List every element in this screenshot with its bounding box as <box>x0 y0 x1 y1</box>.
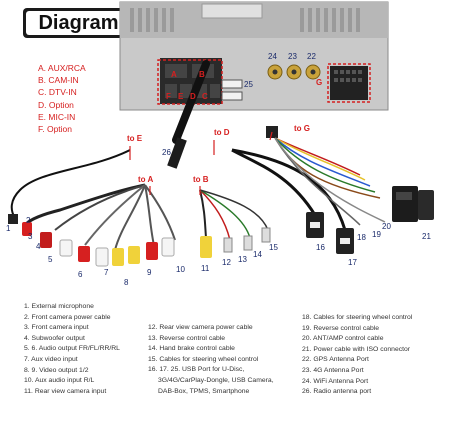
callout-11: 11 <box>201 264 210 273</box>
callout-22: 22 <box>307 52 316 61</box>
description-item: 7. Aux video input <box>24 355 78 363</box>
legend-item: C. DTV-IN <box>38 87 77 98</box>
description-item: 20. ANT/AMP control cable <box>302 335 384 343</box>
port-g-label: G <box>316 78 323 87</box>
callout-2: 2 <box>26 216 31 225</box>
legend-item: F. Option <box>38 124 73 135</box>
pointer-to-b: to B <box>193 175 209 184</box>
legend-item: B. CAM-IN <box>38 75 79 86</box>
microphone-cable <box>8 149 131 224</box>
description-item: 10. Aux audio input R/L <box>24 377 95 385</box>
description-item: 16. 17. 25. USB Port for U-Disc, <box>148 366 245 374</box>
callout-7: 7 <box>104 268 109 277</box>
callout-3: 3 <box>28 232 33 241</box>
port-f-label: F <box>166 92 171 101</box>
description-item: 14. Hand brake control cable <box>148 345 235 353</box>
legend-item: D. Option <box>38 99 74 110</box>
port-d-label: D <box>190 92 196 101</box>
description-item: 21. Power cable with ISO connector <box>302 345 411 353</box>
callout-4: 4 <box>36 242 41 251</box>
description-item: 4. Subwoofer output <box>24 334 85 342</box>
port-b-label: B <box>199 70 205 79</box>
pointer-to-e: to E <box>127 134 143 143</box>
callout-21: 21 <box>422 232 431 241</box>
port-legend: A. AUX/RCA B. CAM-IN C. DTV-IN D. Option… <box>38 62 86 135</box>
callout-16: 16 <box>316 243 325 252</box>
callout-9: 9 <box>147 268 152 277</box>
description-item: 13. Reverse control cable <box>148 334 226 342</box>
port-a-label: A <box>171 70 177 79</box>
description-item: 23. 4G Antenna Port <box>302 366 364 374</box>
callout-12: 12 <box>222 258 231 267</box>
description-item: 3G/4G/CarPlay-Dongle, USB Camera, <box>158 376 274 384</box>
callout-10: 10 <box>176 265 185 274</box>
description-item: 3. Front camera input <box>24 324 89 332</box>
callout-25: 25 <box>244 80 253 89</box>
port-c-label: C <box>202 92 208 101</box>
callout-20: 20 <box>382 222 391 231</box>
callout-18: 18 <box>357 233 366 242</box>
callout-1: 1 <box>6 224 11 233</box>
description-item: 22. GPS Antenna Port <box>302 356 369 364</box>
description-item: 11. Rear view camera input <box>24 387 107 395</box>
iso-harness <box>266 126 434 226</box>
diagram-title: Diagram <box>26 11 131 35</box>
description-item: 24. WiFi Antenna Port <box>302 377 369 385</box>
description-item: 26. Radio antenna port <box>302 388 372 396</box>
description-column-3: 18. Cables for steering wheel control 19… <box>302 313 412 398</box>
callout-8: 8 <box>124 278 129 287</box>
description-column-1: 1. External microphone 2. Front camera p… <box>24 302 120 397</box>
head-unit-rear-panel <box>119 1 389 111</box>
description-item: 2. Front camera power cable <box>24 313 111 321</box>
description-item: 18. Cables for steering wheel control <box>302 314 413 321</box>
callout-19: 19 <box>372 230 381 239</box>
callout-6: 6 <box>78 270 83 279</box>
description-item: 15. Cables for steering wheel control <box>148 355 259 363</box>
callout-5: 5 <box>48 255 53 264</box>
description-item: 19. Reverse control cable <box>302 324 380 332</box>
callout-26: 26 <box>162 148 171 157</box>
callout-24: 24 <box>268 52 277 61</box>
callout-17: 17 <box>348 258 357 267</box>
legend-item: E. MIC-IN <box>38 111 76 122</box>
wiring-illustration <box>8 1 434 267</box>
description-item: 1. External microphone <box>24 303 94 310</box>
callout-13: 13 <box>238 255 247 264</box>
pointer-to-g: to G <box>294 124 310 133</box>
description-column-2: 12. Rear view camera power cable 13. Rev… <box>148 323 274 397</box>
pointer-to-d: to D <box>214 128 230 137</box>
legend-item: A. AUX/RCA <box>38 63 86 73</box>
callout-23: 23 <box>288 52 297 61</box>
port-e-label: E <box>178 92 184 101</box>
description-item: 8. 9. Video output 1/2 <box>24 366 89 374</box>
radio-antenna-cable <box>167 60 210 169</box>
pointer-to-a: to A <box>138 175 154 184</box>
callout-15: 15 <box>269 243 278 252</box>
camera-harness <box>199 189 271 258</box>
description-item: DAB-Box, TPMS, Smartphone <box>158 387 250 395</box>
callout-14: 14 <box>253 250 262 259</box>
description-item: 5. 6. Audio output FR/FL/RR/RL <box>24 345 120 353</box>
description-item: 12. Rear view camera power cable <box>148 324 253 331</box>
pointer-arrows <box>129 131 273 195</box>
title-frame: Diagram <box>23 8 134 38</box>
rca-harness <box>22 183 176 267</box>
